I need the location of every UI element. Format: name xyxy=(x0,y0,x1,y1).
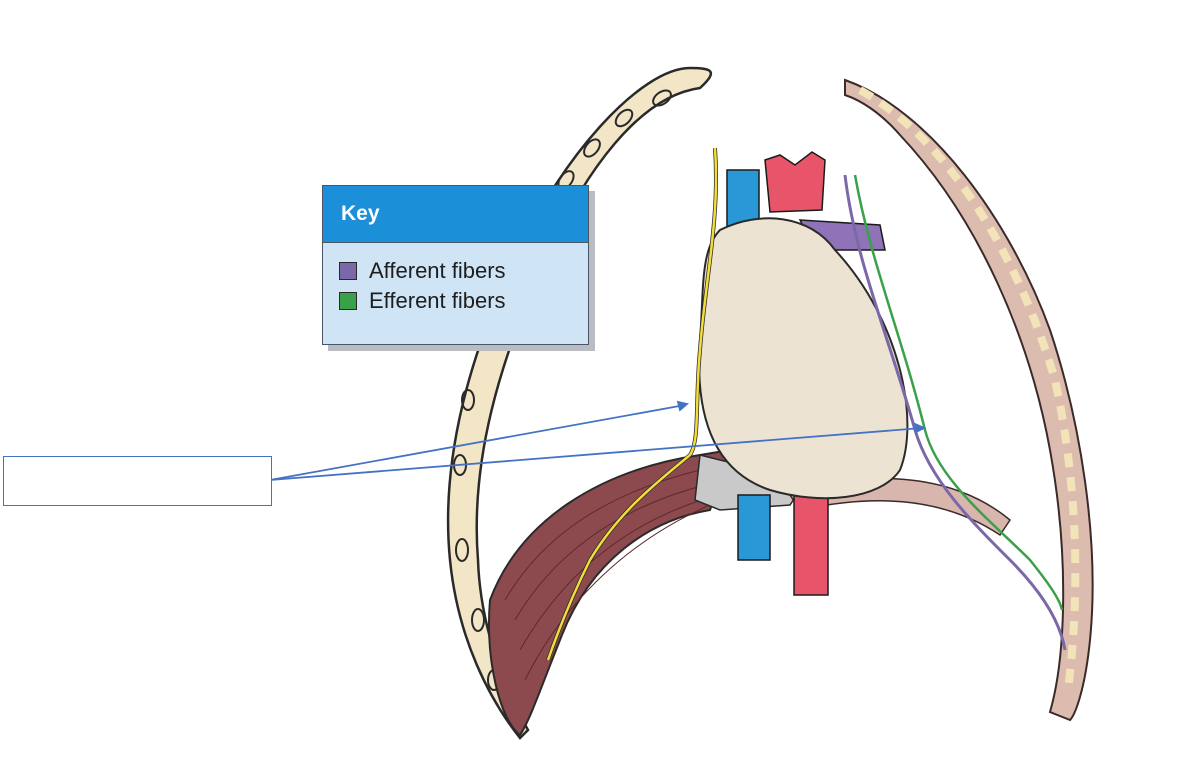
afferent-swatch xyxy=(339,262,357,280)
answer-label-box[interactable] xyxy=(3,456,272,506)
efferent-fiber xyxy=(853,174,1064,611)
aortic-arch xyxy=(764,151,826,213)
leader-line-2 xyxy=(269,427,923,481)
leader-line-1 xyxy=(269,404,686,481)
diaphragm-muscle xyxy=(488,448,732,737)
key-item-afferent: Afferent fibers xyxy=(339,256,588,286)
key-item-efferent: Efferent fibers xyxy=(339,286,588,316)
aorta-descending xyxy=(793,494,829,596)
key-title: Key xyxy=(323,186,588,243)
afferent-label: Afferent fibers xyxy=(369,258,506,283)
afferent-fiber xyxy=(843,174,1067,651)
efferent-label: Efferent fibers xyxy=(369,288,506,313)
efferent-swatch xyxy=(339,292,357,310)
key-legend: Key Afferent fibers Efferent fibers xyxy=(322,185,589,345)
left-rib xyxy=(446,66,713,740)
vena-cava xyxy=(737,494,771,561)
